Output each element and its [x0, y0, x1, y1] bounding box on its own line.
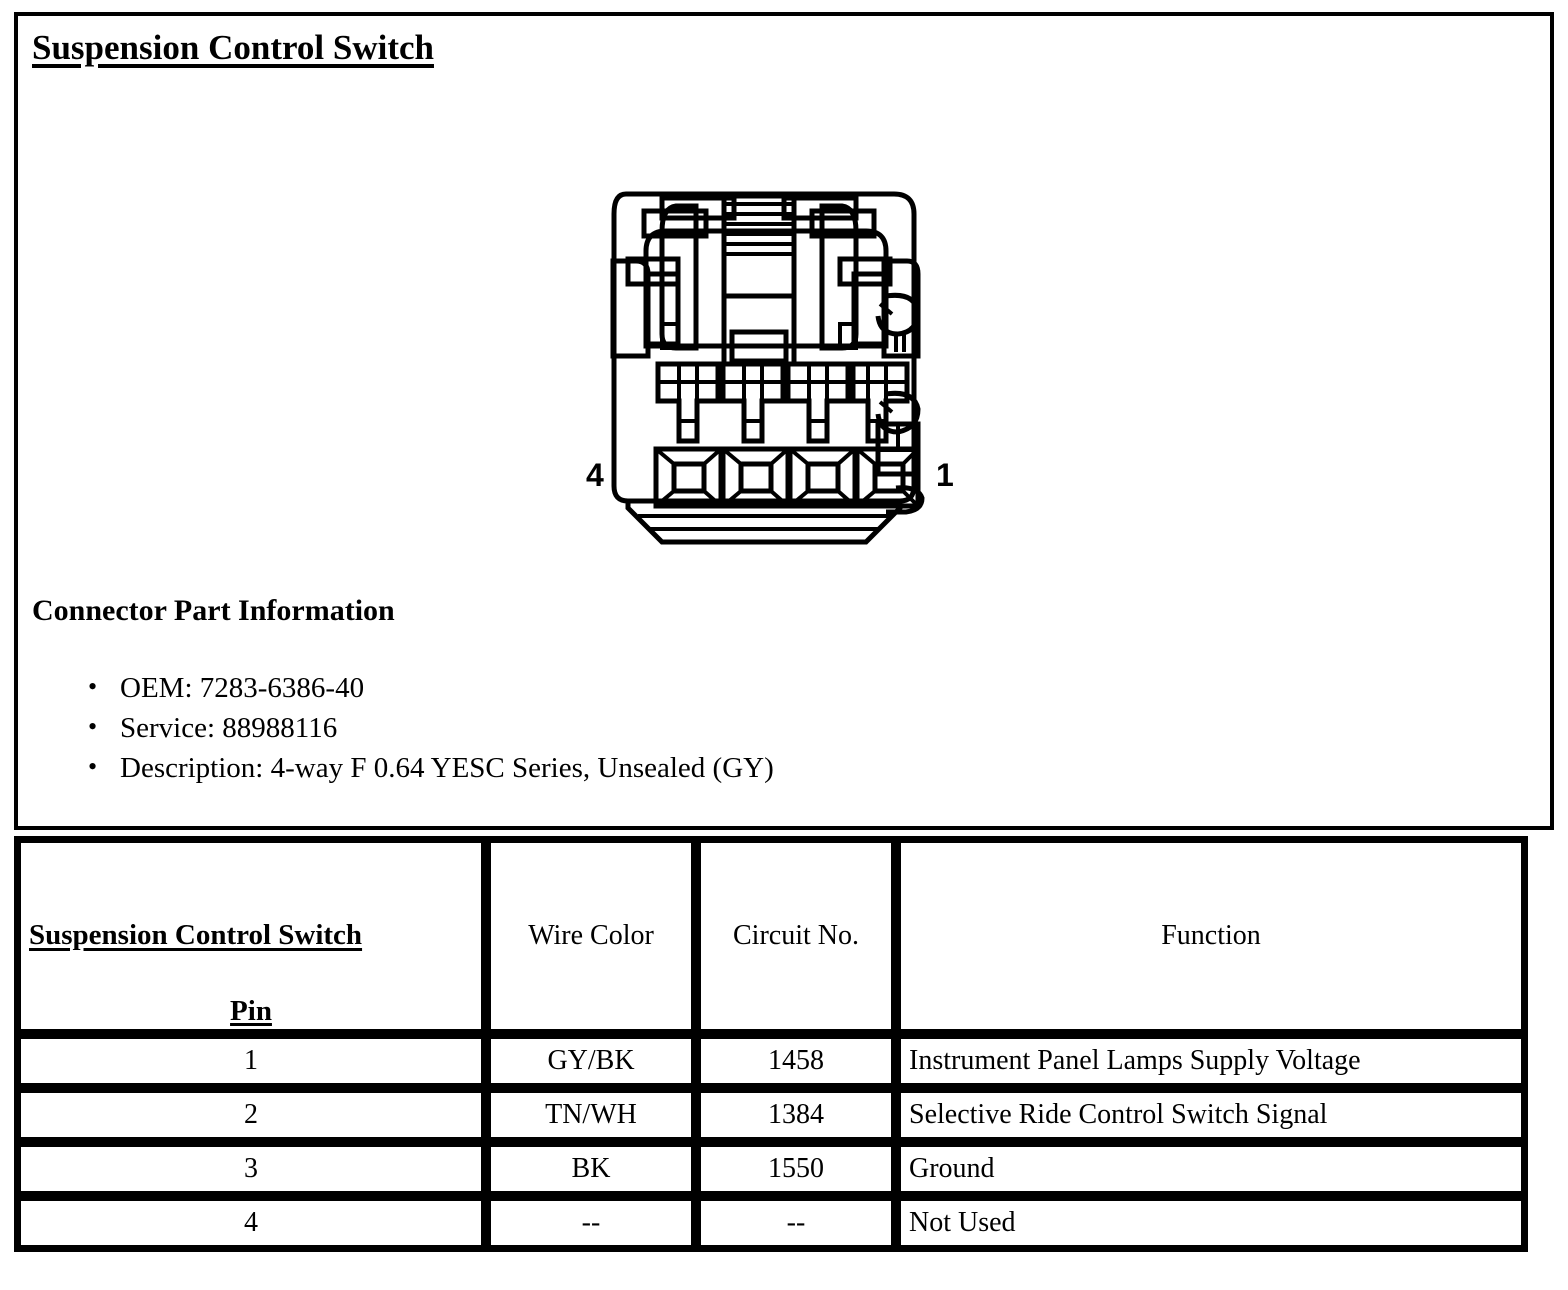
list-item: • Description: 4-way F 0.64 YESC Series,…: [88, 748, 774, 788]
table-row: 3 BK 1550 Ground: [18, 1144, 1524, 1194]
list-item: • Service: 88988116: [88, 708, 774, 748]
cell-wire-color: GY/BK: [488, 1036, 694, 1086]
table-body: 1 GY/BK 1458 Instrument Panel Lamps Supp…: [18, 1036, 1524, 1248]
bullet-icon: •: [88, 672, 98, 701]
part-info-service: Service: 88988116: [120, 712, 338, 744]
page-title: Suspension Control Switch: [32, 28, 434, 67]
pin-table-container: Suspension Control Switch Pin Wire Color…: [14, 836, 1528, 1252]
list-item: • OEM: 7283-6386-40: [88, 668, 774, 708]
cell-wire-color: TN/WH: [488, 1090, 694, 1140]
part-info-oem: OEM: 7283-6386-40: [120, 672, 365, 704]
connector-face-view-icon: 4 1: [586, 191, 954, 545]
cell-pin: 2: [18, 1090, 484, 1140]
cell-function: Selective Ride Control Switch Signal: [898, 1090, 1524, 1140]
cell-pin: 3: [18, 1144, 484, 1194]
cell-circuit-no: 1384: [698, 1090, 894, 1140]
column-header-pin-title: Suspension Control Switch: [29, 919, 363, 951]
cell-circuit-no: 1458: [698, 1036, 894, 1086]
cell-circuit-no: 1550: [698, 1144, 894, 1194]
part-info-description: Description: 4-way F 0.64 YESC Series, U…: [120, 752, 774, 784]
bullet-icon: •: [88, 752, 98, 781]
cell-wire-color: --: [488, 1198, 694, 1248]
table-row: 1 GY/BK 1458 Instrument Panel Lamps Supp…: [18, 1036, 1524, 1086]
connector-part-information-list: • OEM: 7283-6386-40 • Service: 88988116 …: [70, 668, 774, 788]
table-header: Suspension Control Switch Pin Wire Color…: [18, 840, 1524, 1032]
pin-assignment-table: Suspension Control Switch Pin Wire Color…: [14, 836, 1528, 1252]
column-header-function: Function: [898, 840, 1524, 1032]
connector-pin-label-right: 1: [936, 457, 954, 493]
cell-function: Ground: [898, 1144, 1524, 1194]
cell-wire-color: BK: [488, 1144, 694, 1194]
column-header-wire-color: Wire Color: [488, 840, 694, 1032]
cell-function: Not Used: [898, 1198, 1524, 1248]
bullet-icon: •: [88, 712, 98, 741]
table-row: 2 TN/WH 1384 Selective Ride Control Swit…: [18, 1090, 1524, 1140]
connector-part-information-heading: Connector Part Information: [32, 594, 395, 627]
cell-pin: 1: [18, 1036, 484, 1086]
cell-circuit-no: --: [698, 1198, 894, 1248]
connector-info-panel: Suspension Control Switch: [14, 12, 1554, 830]
cell-function: Instrument Panel Lamps Supply Voltage: [898, 1036, 1524, 1086]
cell-pin: 4: [18, 1198, 484, 1248]
table-header-row: Suspension Control Switch Pin Wire Color…: [18, 840, 1524, 1032]
connector-pin-label-left: 4: [586, 457, 604, 493]
table-row: 4 -- -- Not Used: [18, 1198, 1524, 1248]
column-header-pin: Suspension Control Switch Pin: [18, 840, 484, 1032]
column-header-circuit-no: Circuit No.: [698, 840, 894, 1032]
connector-diagram: 4 1: [566, 156, 986, 566]
column-header-pin-word: Pin: [230, 995, 272, 1027]
